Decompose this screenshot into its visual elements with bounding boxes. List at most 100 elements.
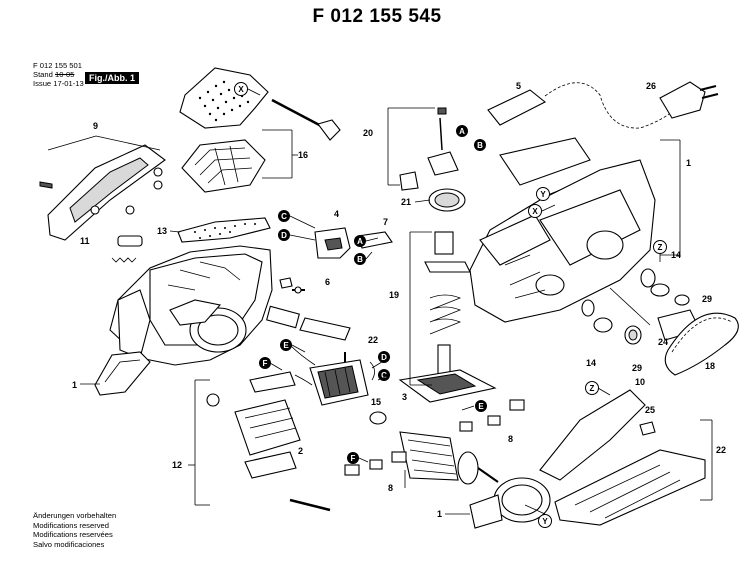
callout-29-right: 29 [702,294,712,304]
marker-c-2: C [378,369,390,381]
brush-cap-part [266,305,300,329]
callout-16: 16 [298,150,308,160]
svg-text:Z: Z [590,384,595,393]
callout-18: 18 [705,361,715,371]
marker-y-1: Y [536,187,550,201]
callout-11: 11 [80,236,90,246]
callout-14-right: 14 [671,250,681,260]
pulley-guard-part [469,477,551,529]
callout-29-lower: 29 [632,363,642,373]
callout-6: 6 [325,277,330,287]
callout-22-left: 22 [368,335,378,345]
page-title: F 012 155 545 [312,6,442,27]
callout-15: 15 [371,397,381,407]
callout-7: 7 [383,217,388,227]
callout-8-upper: 8 [508,434,513,444]
callout-5: 5 [516,81,521,91]
callout-2: 2 [298,446,303,456]
screw-nut-part [279,277,305,294]
side-cover-part [39,144,166,241]
motor-housing-part [206,371,331,512]
marker-a-1: A [456,125,468,137]
callout-8-lower: 8 [388,483,393,493]
marker-e-1: E [280,339,292,351]
callout-26: 26 [646,81,656,91]
plug-part [659,81,719,119]
power-cord-part [487,82,681,129]
stand-row: Stand 10-05 [33,70,84,79]
svg-text:C: C [281,212,287,221]
stand-value: 10-05 [54,70,75,79]
callout-19: 19 [389,290,399,300]
handle-frame-part [181,139,266,193]
marker-c-1: C [278,210,290,222]
note-de: Änderungen vorbehalten [33,511,117,520]
stand-label: Stand [33,70,53,79]
marker-b-2: B [354,253,366,265]
note-fr: Modifications reservées [33,530,113,539]
callout-9: 9 [93,121,98,131]
callout-13: 13 [157,226,167,236]
callout-24: 24 [658,337,668,347]
foot-bracket-left-part [94,351,151,396]
svg-text:A: A [459,127,465,136]
callout-1-bottom: 1 [437,509,442,519]
marker-d-1: D [278,229,290,241]
svg-text:E: E [283,341,289,350]
svg-text:X: X [532,207,538,216]
callout-1-right: 1 [686,158,691,168]
svg-text:E: E [478,402,484,411]
marker-x-2: X [528,204,542,218]
handle-rod-part [271,98,341,141]
marker-f-1: F [259,357,271,369]
marker-b-1: B [474,139,486,151]
note-en: Modifications reserved [33,520,109,530]
svg-text:C: C [381,371,387,380]
marker-f-2: F [347,452,359,464]
callout-20: 20 [363,128,373,138]
depth-adjust-assembly-part [398,231,497,403]
callout-3: 3 [402,392,407,402]
base-shoe-part [539,389,706,526]
bearing-right-part [609,268,690,326]
marker-e-2: E [475,400,487,412]
callout-4: 4 [334,209,339,219]
bearing-lower-part [581,299,642,345]
depth-knob-part [399,107,466,212]
svg-text:Y: Y [540,190,546,199]
document-meta: F 012 155 501 Stand 10-05 Issue 17-01-13 [33,61,84,88]
main-housing-part [109,245,273,366]
spring-pin-part [111,235,143,263]
brush-holder-lower-part [344,451,407,476]
svg-text:X: X [238,85,244,94]
issue-label: Issue [33,79,52,88]
stator-coil-part [289,344,375,406]
main-housing-right-part [469,137,656,323]
svg-text:B: B [477,141,483,150]
callout-10: 10 [635,377,645,387]
ring-part [369,411,387,425]
callout-22-right: 22 [716,445,726,455]
drive-belt-part [664,312,739,376]
callout-25: 25 [645,405,655,415]
svg-text:D: D [381,353,387,362]
switch-part [314,227,351,259]
marker-d-2: D [378,351,390,363]
issue-value: 17-01-13 [53,79,84,88]
callout-21: 21 [401,197,411,207]
callout-14-lower: 14 [586,358,596,368]
svg-text:Z: Z [658,243,663,252]
notes-block: Änderungen vorbehalten Modifications res… [33,511,116,549]
svg-text:D: D [281,231,287,240]
callout-12: 12 [172,460,182,470]
figure-label: Fig./Abb. 1 [85,72,139,84]
terminal-block-part [299,317,351,362]
marker-x-1: X [234,82,248,96]
callout-1-left: 1 [72,380,77,390]
svg-text:Y: Y [542,517,548,526]
handle-cover-part [179,67,269,129]
marker-a-2: A [354,235,366,247]
note-es: Salvo modificaciones [33,539,105,549]
issue-row: Issue 17-01-13 [33,79,84,88]
